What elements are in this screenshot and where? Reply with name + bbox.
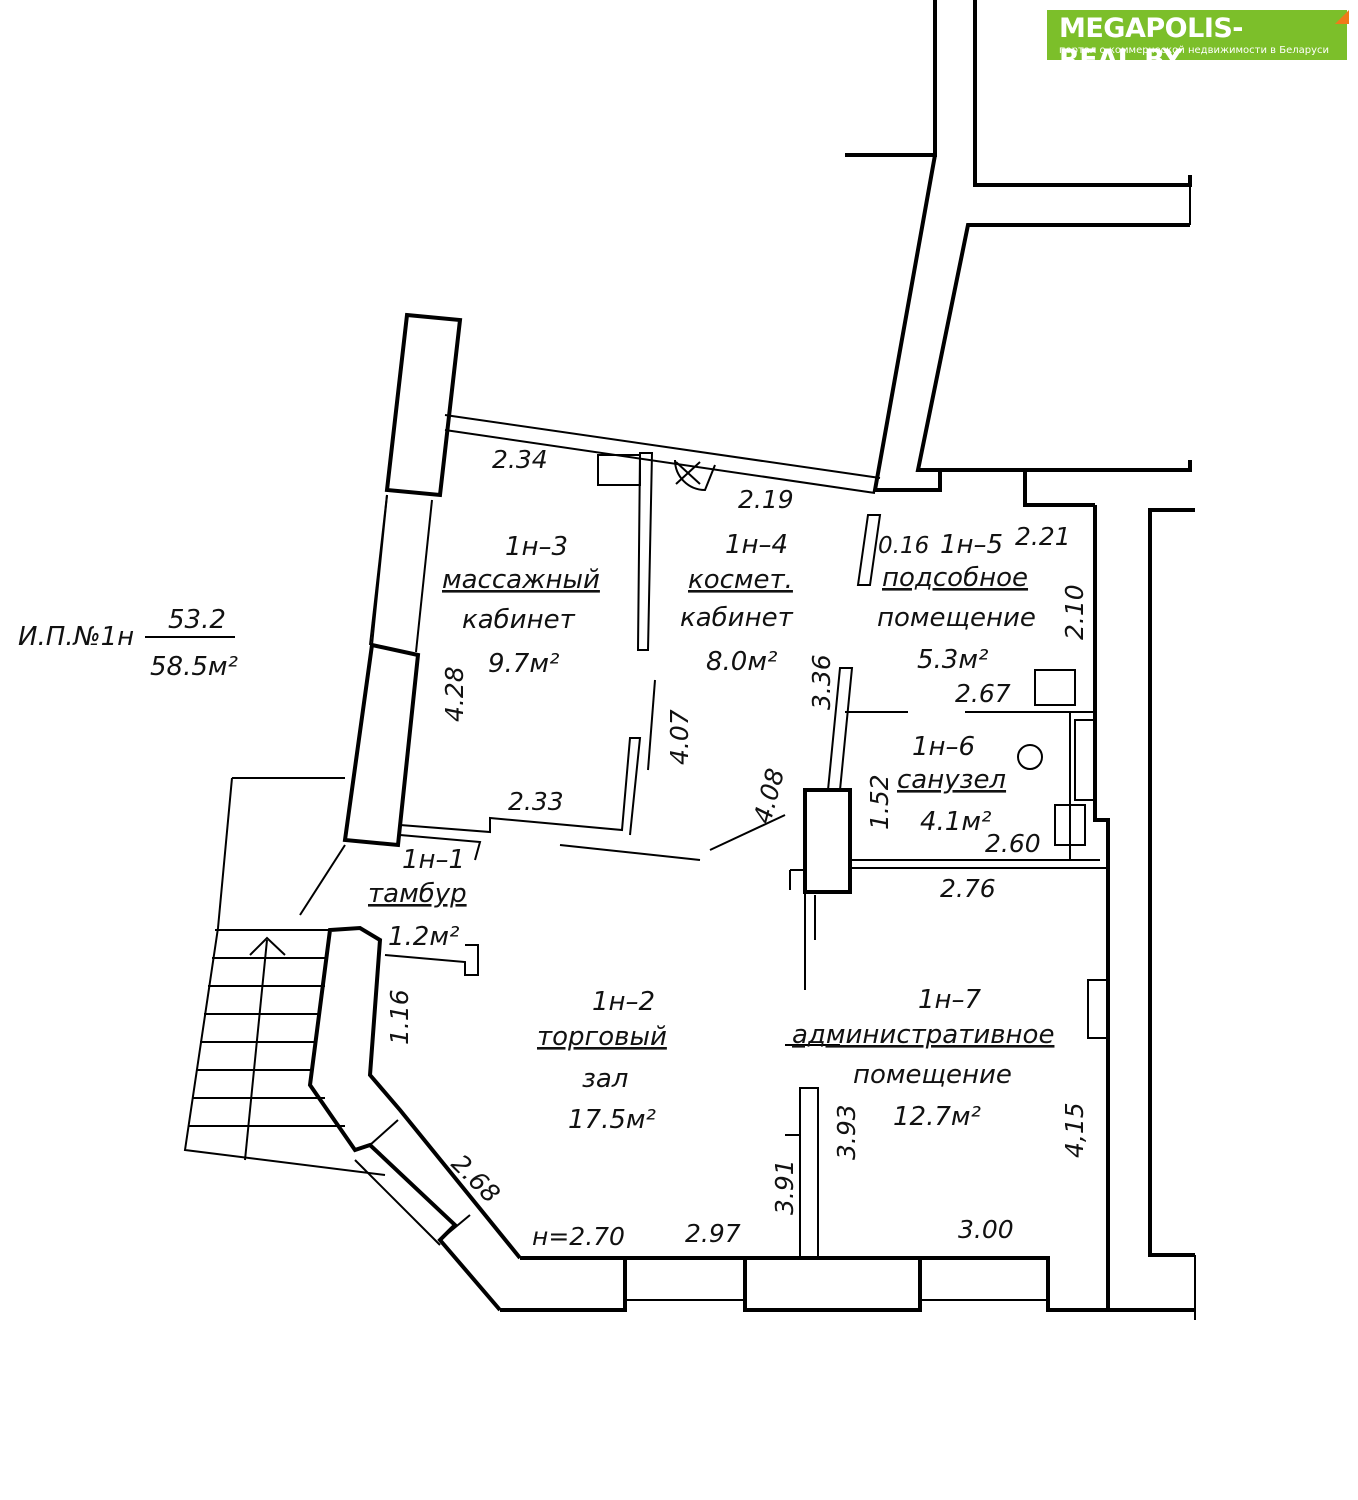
dim-label: 4.28: [440, 666, 469, 722]
dim-label: 2.34: [492, 445, 548, 474]
dim-label: 2.10: [1060, 584, 1089, 640]
area-total: 58.5м²: [150, 652, 238, 682]
dim-label: 2.76: [940, 874, 996, 903]
room-id: 1н–7: [918, 985, 982, 1015]
room-name-2: помещение: [877, 603, 1036, 633]
room-name-2: кабинет: [680, 603, 794, 633]
logo-subtitle: портал о коммерческой недвижимости в Бел…: [1059, 45, 1329, 56]
dim-label: 4,15: [1060, 1102, 1089, 1158]
room-1n-6: 1н–6 санузел 4.1м²: [897, 732, 1006, 837]
dim-label: 2.21: [1015, 522, 1071, 551]
dim-label: 1.52: [865, 774, 894, 830]
room-1n-7: 1н–7 административное помещение 12.7м²: [792, 985, 1054, 1132]
room-area: 5.3м²: [917, 645, 988, 675]
room-id: 1н–3: [505, 532, 568, 562]
room-1n-4: 1н–4 космет. кабинет 8.0м²: [680, 530, 794, 677]
room-1n-3: 1н–3 массажный кабинет 9.7м²: [442, 532, 600, 679]
room-area: 17.5м²: [568, 1105, 656, 1135]
walls: [183, 0, 1196, 1320]
room-id: 1н–5: [940, 530, 1003, 560]
room-area: 1.2м²: [388, 922, 459, 952]
site-logo[interactable]: MEGAPOLIS-REAL.BY портал о коммерческой …: [1047, 10, 1349, 75]
dim-label: 3.91: [770, 1159, 799, 1215]
room-id: 1н–6: [912, 732, 975, 762]
room-name-2: помещение: [853, 1060, 1012, 1090]
room-name: санузел: [897, 765, 1006, 795]
room-1n-1: 1н–1 тамбур 1.2м²: [368, 845, 467, 952]
dim-label: 4.07: [665, 709, 694, 765]
dim-label: 2.97: [685, 1219, 741, 1248]
room-name: административное: [792, 1020, 1054, 1050]
dim-label: 3.93: [832, 1104, 861, 1160]
summary-label: И.П.№1н 53.2 58.5м²: [18, 605, 238, 682]
room-name: тамбур: [368, 879, 467, 909]
room-id: 1н–2: [592, 987, 655, 1017]
room-area: 12.7м²: [893, 1102, 981, 1132]
dim-label: 0.16: [878, 533, 929, 559]
dim-label: 4.08: [748, 765, 790, 826]
dim-label: 1.16: [385, 989, 414, 1045]
dim-label: 2.67: [955, 679, 1011, 708]
room-name: массажный: [442, 565, 600, 595]
room-id: 1н–1: [402, 845, 465, 875]
room-area: 8.0м²: [706, 647, 777, 677]
room-area: 4.1м²: [920, 807, 991, 837]
room-name-2: зал: [582, 1064, 628, 1094]
room-name: подсобное: [882, 563, 1028, 593]
dim-label: 2.60: [985, 829, 1041, 858]
dim-label: 2.33: [508, 787, 564, 816]
dim-label: 3.00: [958, 1215, 1014, 1244]
room-area: 9.7м²: [488, 649, 559, 679]
room-id: 1н–4: [725, 530, 788, 560]
room-1n-2: 1н–2 торговый зал 17.5м²: [537, 987, 667, 1135]
dim-label: н=2.70: [532, 1222, 625, 1251]
logo-title: MEGAPOLIS-REAL.BY: [1059, 13, 1244, 75]
area-main: 53.2: [168, 605, 226, 635]
room-name-2: кабинет: [462, 605, 576, 635]
room-name: торговый: [537, 1022, 667, 1052]
dim-label: 2.19: [738, 485, 794, 514]
room-1n-5: 1н–5 подсобное помещение 5.3м²: [877, 530, 1036, 675]
dim-label: 3.36: [807, 654, 836, 710]
unit-label: И.П.№1н: [18, 622, 134, 652]
dimensions: 2.34 2.19 0.16 2.21 2.10 4.28 4.07 3.36 …: [385, 445, 1089, 1251]
stairs: [188, 929, 345, 1161]
room-name: космет.: [688, 565, 793, 595]
